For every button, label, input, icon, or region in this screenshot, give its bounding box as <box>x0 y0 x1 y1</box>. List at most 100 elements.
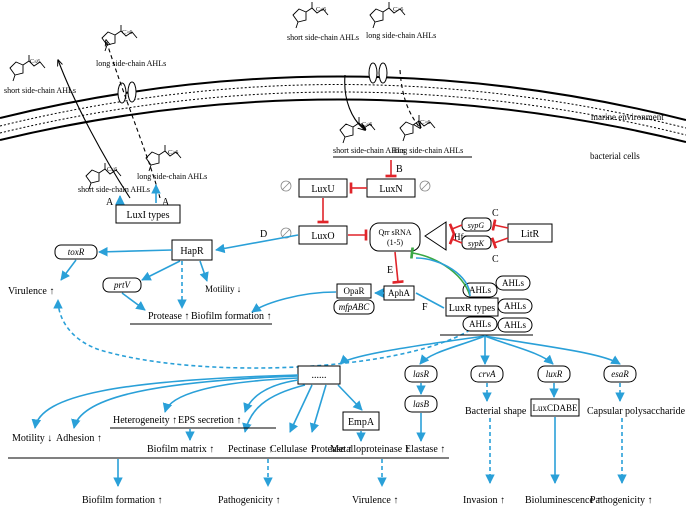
sypg-box <box>461 217 492 232</box>
hfq-triangle <box>424 221 447 251</box>
label-a-right: A <box>162 197 170 208</box>
svg-text:long side-chain AHLs: long side-chain AHLs <box>393 146 463 155</box>
luxo-box <box>298 225 348 245</box>
luxr-gene-box <box>537 365 571 383</box>
luxr-types-label: LuxR types <box>449 303 495 314</box>
svg-text:AHLs: AHLs <box>504 320 526 330</box>
label-d: D <box>260 229 267 240</box>
svg-text:C≤6: C≤6 <box>362 122 372 128</box>
svg-text:short side-chain AHLs: short side-chain AHLs <box>78 185 150 194</box>
virulence-outcome: Virulence ↑ <box>352 495 398 506</box>
biofilm-effect: Biofilm formation ↑ <box>191 311 272 322</box>
bioluminescence-outcome: Bioluminescence ↑ <box>525 495 601 506</box>
luxr-gene-label: luxR <box>546 369 563 379</box>
luxu-box <box>298 178 348 198</box>
svg-text:AHLs: AHLs <box>469 285 491 295</box>
esar-box <box>603 365 637 383</box>
luxn-label: LuxN <box>379 184 402 195</box>
svg-text:AHLs: AHLs <box>469 319 491 329</box>
svg-text:C>6: C>6 <box>122 30 132 36</box>
prtv-box <box>102 277 142 293</box>
hapr-motility: Motility ↓ <box>205 284 241 294</box>
dots-label: ...... <box>312 370 327 381</box>
qrr-range: (1-5) <box>387 238 403 247</box>
luxo-label: LuxO <box>311 231 334 242</box>
bacterial-shape-effect: Bacterial shape <box>465 406 527 417</box>
luxr-branches <box>339 335 621 365</box>
svg-text:C>6: C>6 <box>420 120 430 126</box>
luxu-label: LuxU <box>311 184 335 195</box>
marine-env-label: marine environment <box>591 112 664 122</box>
bacterial-cells-label: bacterial cells <box>590 151 640 161</box>
sypk-label: sypK <box>468 239 485 248</box>
litr-label: LitR <box>521 229 540 240</box>
elastase-effect: Elastase ↑ <box>405 444 445 455</box>
cell-membrane <box>0 62 686 143</box>
pathogenicity-outcome: Pathogenicity ↑ <box>218 495 281 506</box>
hfq-label: Hfq <box>454 232 468 242</box>
cellulase-effect: Cellulase ↑ <box>270 444 315 455</box>
label-c-top: C <box>492 208 499 219</box>
prtv-label: prtV <box>113 280 132 290</box>
svg-text:C≤6: C≤6 <box>316 7 326 13</box>
label-f: F <box>422 302 428 313</box>
svg-text:short side-chain AHLs: short side-chain AHLs <box>287 33 359 42</box>
litr-box <box>507 223 553 243</box>
svg-text:C≤6: C≤6 <box>30 59 40 65</box>
svg-text:short side-chain AHLs: short side-chain AHLs <box>4 86 76 95</box>
lasb-label: lasB <box>413 399 430 409</box>
eps-effect: EPS secretion ↑ <box>178 415 241 426</box>
sypg-label: sypG <box>468 221 485 230</box>
qrr-box <box>369 222 421 252</box>
motility-effect: Motility ↓ <box>12 433 52 444</box>
invasion-outcome: Invasion ↑ <box>463 495 505 506</box>
protease2-effect: Protease ↑ <box>311 444 352 455</box>
protease-effect: Protease ↑ <box>148 311 189 322</box>
heterogeneity-effect: Heterogeneity ↑ <box>113 415 177 426</box>
dots-fan <box>31 374 363 433</box>
luxcdabe-box <box>530 398 580 417</box>
luxcdabe-label: LuxCDABE <box>533 403 579 413</box>
biofilm-formation-outcome: Biofilm formation ↑ <box>82 495 163 506</box>
luxi-types-box <box>115 204 181 224</box>
apha-label: AphA <box>388 288 410 298</box>
svg-text:C>6: C>6 <box>393 7 403 13</box>
toxr-box <box>54 244 98 260</box>
opar-box <box>336 283 372 299</box>
adhesion-effect: Adhesion ↑ <box>56 433 102 444</box>
ahl-in-long-left: C>6 long side-chain AHLs <box>137 144 207 181</box>
svg-text:AHLs: AHLs <box>504 301 526 311</box>
lasr-label: lasR <box>413 369 430 379</box>
ahl-out-short-mid: C≤6 short side-chain AHLs <box>287 1 359 42</box>
ahl-out-short-left: C≤6 short side-chain AHLs <box>4 54 76 95</box>
hapr-label: HapR <box>180 246 204 257</box>
biofilm-matrix-effect: Biofilm matrix ↑ <box>147 444 214 455</box>
toxr-label: toxR <box>68 247 85 257</box>
label-c-bottom: C <box>492 254 499 265</box>
ko-symbols <box>280 180 431 239</box>
opar-label: OpaR <box>344 286 365 296</box>
label-a-left: A <box>106 197 114 208</box>
qrr-label: Qrr sRNA <box>378 228 411 237</box>
virulence-effect: Virulence ↑ <box>8 286 54 297</box>
crva-label: crvA <box>479 369 496 379</box>
svg-text:long side-chain AHLs: long side-chain AHLs <box>366 31 436 40</box>
svg-text:short side-chain AHLs: short side-chain AHLs <box>333 146 405 155</box>
crva-box <box>470 365 504 383</box>
svg-text:long side-chain AHLs: long side-chain AHLs <box>96 59 166 68</box>
ahl-in-long: C>6 long side-chain AHLs <box>393 114 463 155</box>
label-b: B <box>396 164 403 175</box>
luxr-ahl-bubbles: AHLs AHLs AHLs AHLs AHLs <box>462 275 533 333</box>
ahl-out-long-left: C>6 long side-chain AHLs <box>96 24 166 68</box>
pathogenicity2-outcome: Pathogenicity ↑ <box>590 495 653 506</box>
esar-label: esaR <box>611 369 629 379</box>
svg-text:C>6: C>6 <box>168 150 178 156</box>
luxi-types-label: LuxI types <box>126 210 169 221</box>
lasb-box <box>404 395 438 413</box>
ahl-out-long-mid: C>6 long side-chain AHLs <box>366 1 436 40</box>
mfpabc-box <box>333 299 375 315</box>
empa-box <box>342 411 380 431</box>
label-e: E <box>387 265 393 276</box>
